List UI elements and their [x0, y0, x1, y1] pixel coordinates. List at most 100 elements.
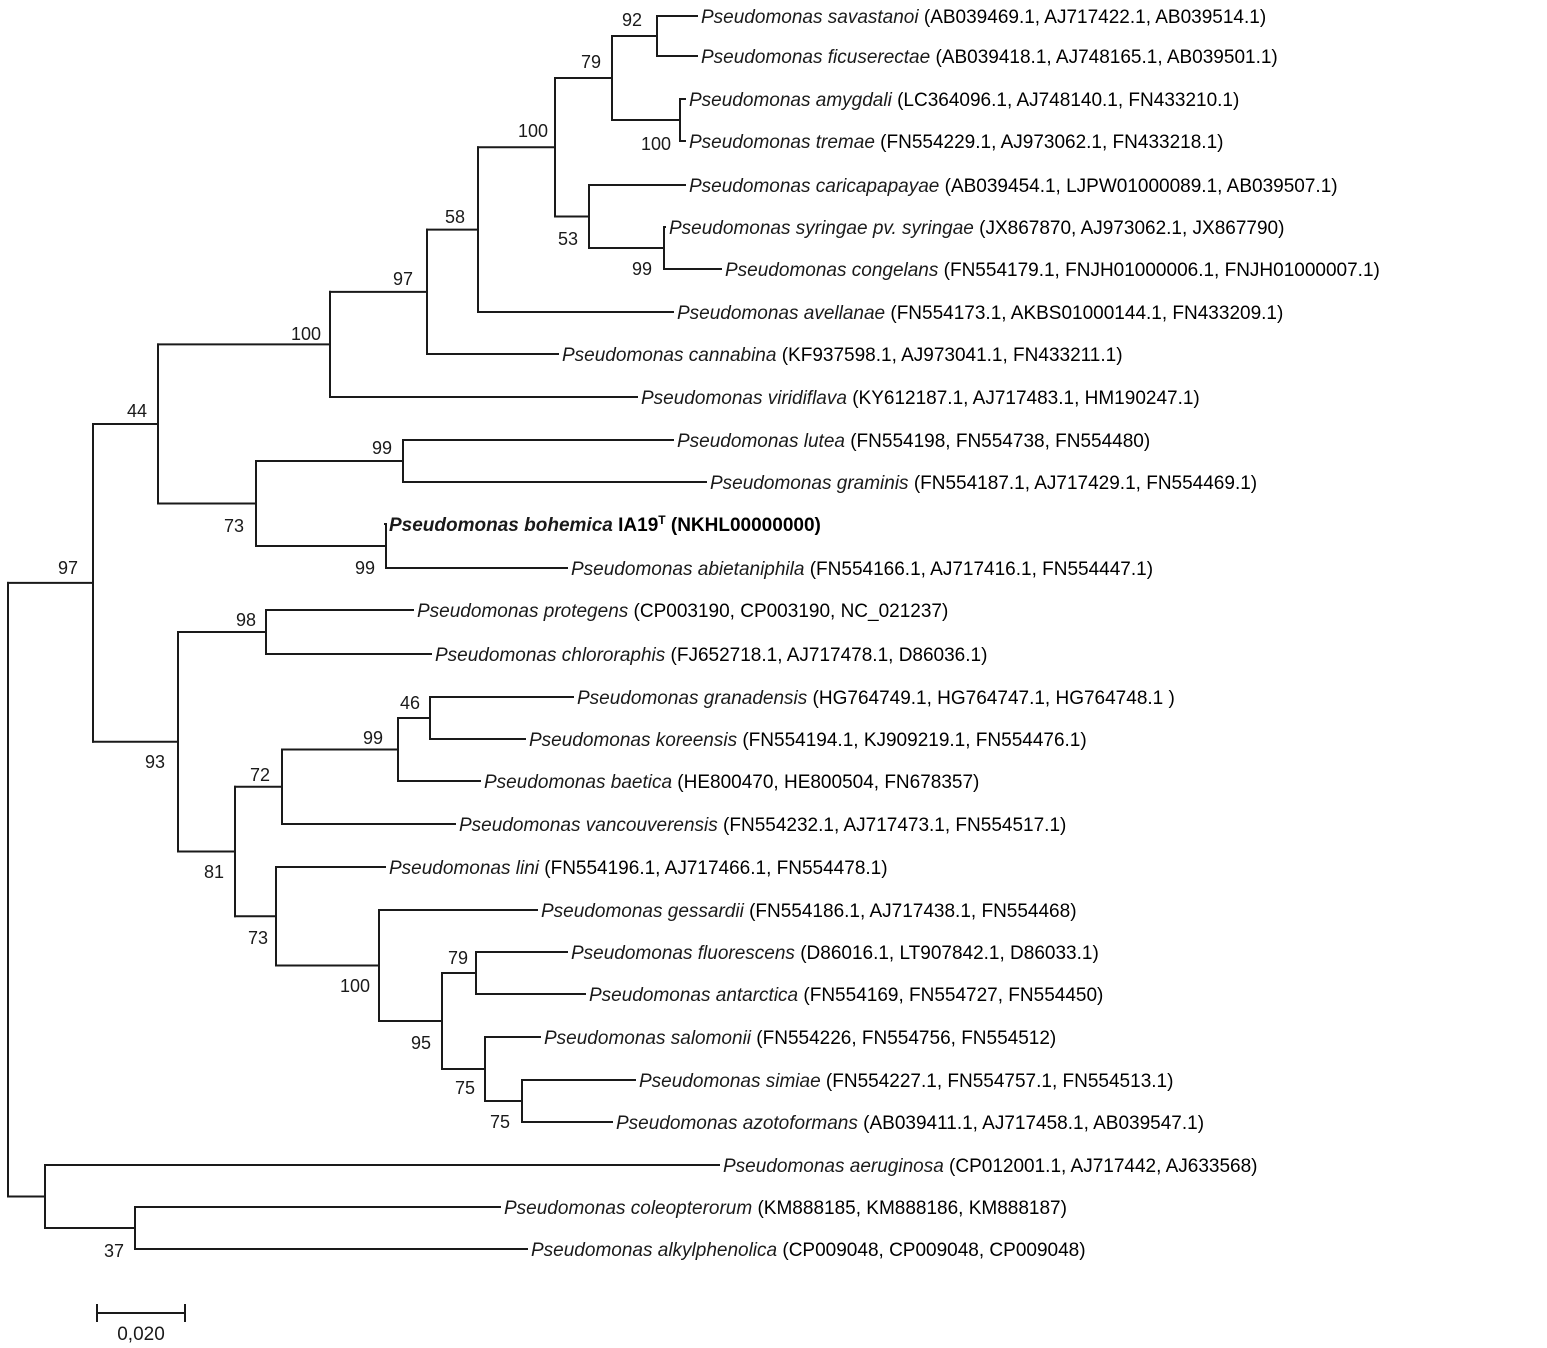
- bootstrap-value: 100: [291, 324, 321, 344]
- taxon-name: Pseudomonas savastanoi: [701, 7, 919, 28]
- bootstrap-value: 53: [558, 229, 578, 249]
- taxon-label: Pseudomonas alkylphenolica (CP009048, CP…: [531, 1240, 1086, 1261]
- bootstrap-value: 79: [581, 52, 601, 72]
- accession-numbers: (KF937598.1, AJ973041.1, FN433211.1): [776, 345, 1122, 366]
- bootstrap-value: 93: [145, 752, 165, 772]
- bootstrap-value: 44: [127, 401, 147, 421]
- taxon-label: Pseudomonas baetica (HE800470, HE800504,…: [484, 772, 979, 793]
- bootstrap-value: 99: [632, 259, 652, 279]
- accession-numbers: (FN554232.1, AJ717473.1, FN554517.1): [718, 815, 1067, 836]
- taxon-name: Pseudomonas syringae pv. syringae: [669, 218, 974, 239]
- taxon-name: Pseudomonas alkylphenolica: [531, 1240, 777, 1261]
- taxon-name: Pseudomonas simiae: [639, 1071, 821, 1092]
- bootstrap-value: 79: [448, 948, 468, 968]
- accession-numbers: (AB039411.1, AJ717458.1, AB039547.1): [858, 1113, 1204, 1134]
- bootstrap-value: 99: [355, 558, 375, 578]
- taxon-name: Pseudomonas ficuserectae: [701, 47, 930, 68]
- taxon-name: Pseudomonas graminis: [710, 473, 909, 494]
- taxon-label: Pseudomonas protegens (CP003190, CP00319…: [417, 601, 948, 622]
- taxon-label: Pseudomonas vancouverensis (FN554232.1, …: [459, 815, 1066, 836]
- scale-bar: 0,020: [96, 1304, 186, 1345]
- taxon-label: Pseudomonas ficuserectae (AB039418.1, AJ…: [701, 47, 1278, 68]
- taxon-name: Pseudomonas koreensis: [529, 730, 738, 751]
- bootstrap-value: 97: [58, 558, 78, 578]
- accession-numbers: (FN554229.1, AJ973062.1, FN433218.1): [875, 132, 1224, 153]
- accession-numbers: (NKHL00000000): [666, 515, 821, 536]
- taxon-name: Pseudomonas aeruginosa: [723, 1156, 944, 1177]
- bootstrap-value: 100: [340, 976, 370, 996]
- taxon-name: Pseudomonas granadensis: [577, 688, 808, 709]
- bootstrap-value: 99: [372, 438, 392, 458]
- accession-numbers: (FN554187.1, AJ717429.1, FN554469.1): [909, 473, 1258, 494]
- bootstrap-value: 92: [622, 10, 642, 30]
- taxon-name: Pseudomonas salomonii: [544, 1028, 752, 1049]
- accession-numbers: (FN554194.1, KJ909219.1, FN554476.1): [737, 730, 1087, 751]
- taxon-name: Pseudomonas avellanae: [677, 303, 885, 324]
- taxon-name: Pseudomonas azotoformans: [616, 1113, 858, 1134]
- taxon-name: Pseudomonas bohemica: [389, 515, 613, 536]
- bootstrap-value: 75: [490, 1112, 510, 1132]
- accession-numbers: (FN554198, FN554738, FN554480): [845, 431, 1150, 452]
- scale-bar-label: 0,020: [117, 1324, 165, 1345]
- taxon-label: Pseudomonas viridiflava (KY612187.1, AJ7…: [641, 388, 1200, 409]
- taxon-name: Pseudomonas baetica: [484, 772, 672, 793]
- taxon-name: Pseudomonas vancouverensis: [459, 815, 718, 836]
- taxon-label: Pseudomonas avellanae (FN554173.1, AKBS0…: [677, 303, 1283, 324]
- taxon-label: Pseudomonas coleopterorum (KM888185, KM8…: [504, 1198, 1067, 1219]
- accession-numbers: (FN554196.1, AJ717466.1, FN554478.1): [539, 858, 888, 879]
- taxon-label: Pseudomonas simiae (FN554227.1, FN554757…: [639, 1071, 1173, 1092]
- taxon-label: Pseudomonas caricapapayae (AB039454.1, L…: [689, 176, 1338, 197]
- taxon-label: Pseudomonas savastanoi (AB039469.1, AJ71…: [701, 7, 1266, 28]
- bootstrap-value: 73: [248, 928, 268, 948]
- accession-numbers: (FN554169, FN554727, FN554450): [798, 985, 1103, 1006]
- taxon-name: Pseudomonas abietaniphila: [571, 559, 804, 580]
- taxon-label: Pseudomonas lutea (FN554198, FN554738, F…: [677, 431, 1150, 452]
- taxon-label: Pseudomonas tremae (FN554229.1, AJ973062…: [689, 132, 1223, 153]
- taxon-label: Pseudomonas salomonii (FN554226, FN55475…: [544, 1028, 1056, 1049]
- accession-numbers: (LC364096.1, AJ748140.1, FN433210.1): [892, 90, 1240, 111]
- taxon-name: Pseudomonas cannabina: [562, 345, 776, 366]
- accession-numbers: (AB039454.1, LJPW01000089.1, AB039507.1): [939, 176, 1337, 197]
- taxon-label: Pseudomonas lini (FN554196.1, AJ717466.1…: [389, 858, 888, 879]
- accession-numbers: (FN554179.1, FNJH01000006.1, FNJH0100000…: [938, 260, 1379, 281]
- accession-numbers: (KY612187.1, AJ717483.1, HM190247.1): [847, 388, 1200, 409]
- taxon-label: Pseudomonas azotoformans (AB039411.1, AJ…: [616, 1113, 1204, 1134]
- taxon-label: Pseudomonas abietaniphila (FN554166.1, A…: [571, 559, 1153, 580]
- accession-numbers: (AB039469.1, AJ717422.1, AB039514.1): [919, 7, 1267, 28]
- bootstrap-value: 100: [641, 134, 671, 154]
- taxon-label: Pseudomonas fluorescens (D86016.1, LT907…: [571, 943, 1099, 964]
- taxon-name: Pseudomonas amygdali: [689, 90, 893, 111]
- taxon-label: Pseudomonas chlororaphis (FJ652718.1, AJ…: [435, 645, 987, 666]
- accession-numbers: (D86016.1, LT907842.1, D86033.1): [795, 943, 1099, 964]
- accession-numbers: (FN554166.1, AJ717416.1, FN554447.1): [804, 559, 1153, 580]
- accession-numbers: (CP009048, CP009048, CP009048): [777, 1240, 1085, 1261]
- bootstrap-value: 81: [204, 862, 224, 882]
- bootstrap-value: 98: [236, 610, 256, 630]
- taxon-label: Pseudomonas gessardii (FN554186.1, AJ717…: [541, 901, 1077, 922]
- taxon-name: Pseudomonas viridiflava: [641, 388, 847, 409]
- bootstrap-value: 72: [250, 765, 270, 785]
- bootstrap-value: 97: [393, 269, 413, 289]
- bootstrap-value: 46: [400, 693, 420, 713]
- accession-numbers: (FN554226, FN554756, FN554512): [751, 1028, 1056, 1049]
- accession-numbers: (FN554186.1, AJ717438.1, FN554468): [744, 901, 1077, 922]
- accession-numbers: (AB039418.1, AJ748165.1, AB039501.1): [930, 47, 1278, 68]
- bootstrap-value: 58: [445, 207, 465, 227]
- accession-numbers: (HE800470, HE800504, FN678357): [672, 772, 979, 793]
- taxon-labels: Pseudomonas savastanoi (AB039469.1, AJ71…: [389, 7, 1380, 1261]
- accession-numbers: (CP003190, CP003190, NC_021237): [628, 601, 948, 622]
- accession-numbers: (HG764749.1, HG764747.1, HG764748.1 ): [807, 688, 1175, 709]
- taxon-label: Pseudomonas aeruginosa (CP012001.1, AJ71…: [723, 1156, 1258, 1177]
- taxon-name: Pseudomonas chlororaphis: [435, 645, 666, 666]
- taxon-label: Pseudomonas amygdali (LC364096.1, AJ7481…: [689, 90, 1239, 111]
- accession-numbers: (FJ652718.1, AJ717478.1, D86036.1): [665, 645, 987, 666]
- taxon-label: Pseudomonas syringae pv. syringae (JX867…: [669, 218, 1284, 239]
- taxon-label: Pseudomonas congelans (FN554179.1, FNJH0…: [725, 260, 1380, 281]
- type-strain-superscript: T: [658, 513, 666, 527]
- bootstrap-value: 75: [455, 1078, 475, 1098]
- bootstrap-value: 73: [224, 516, 244, 536]
- taxon-label: Pseudomonas antarctica (FN554169, FN5547…: [589, 985, 1103, 1006]
- taxon-name: Pseudomonas caricapapayae: [689, 176, 939, 197]
- taxon-name: Pseudomonas lini: [389, 858, 540, 879]
